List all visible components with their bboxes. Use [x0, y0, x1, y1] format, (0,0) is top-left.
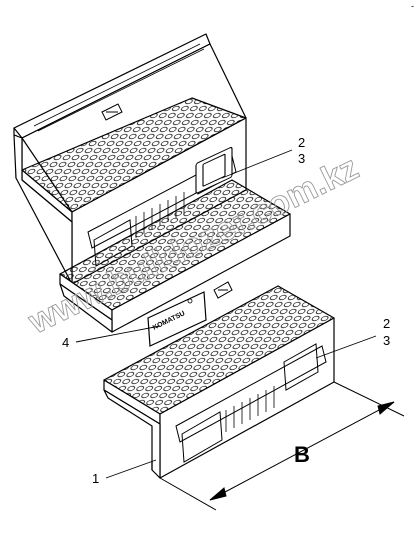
step-1-light-fixture — [195, 146, 233, 194]
leader-bottom-2-3 — [315, 335, 377, 359]
callout-top-3: 3 — [298, 151, 305, 166]
callout-plate-4: 4 — [62, 335, 69, 350]
leader-plate-4 — [75, 325, 161, 343]
dimension-b-extension-right — [333, 381, 405, 417]
dimension-b-extension-left — [159, 477, 217, 511]
dimension-b — [159, 381, 405, 511]
callout-base-1: 1 — [92, 471, 99, 486]
step-2 — [59, 179, 291, 333]
step-1-side-face — [13, 134, 73, 285]
step-2-latch-icon — [213, 281, 233, 299]
step-1 — [13, 97, 247, 285]
leader-top-2-3 — [221, 149, 293, 179]
callout-bottom-2: 2 — [383, 316, 390, 331]
leader-base-1 — [105, 459, 157, 479]
step-2-side-face — [59, 283, 113, 333]
dimension-b-label: B — [294, 442, 310, 467]
step-3-vent-panel — [175, 343, 327, 463]
identification-plate: KOMATSU — [147, 291, 207, 347]
leader-lines — [75, 149, 377, 479]
dimension-b-arrow-left — [209, 487, 227, 501]
callout-bottom-3: 3 — [383, 333, 390, 348]
corner-mark: - — [411, 1, 414, 11]
dimension-b-line — [209, 401, 395, 501]
dimension-b-arrow-right — [377, 401, 395, 415]
callout-top-2: 2 — [298, 135, 305, 150]
latch-icon — [101, 103, 123, 121]
